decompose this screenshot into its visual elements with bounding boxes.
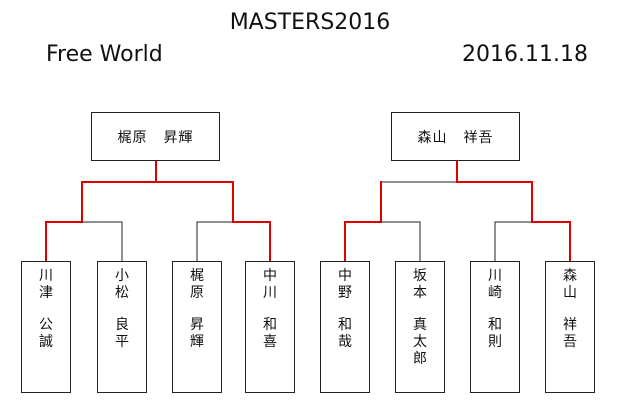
name-spacer	[22, 302, 70, 317]
player-2-family-char-2: 松	[115, 285, 129, 301]
player-6-given-char-2: 太	[413, 334, 427, 350]
player-6-family-char-1: 坂	[413, 268, 427, 284]
player-2-given-char-1: 良	[115, 317, 129, 333]
player-box-3: 梶原昇輝	[172, 261, 222, 393]
player-5-family-char-1: 中	[338, 268, 352, 284]
player-1-given-char-1: 公	[39, 317, 53, 333]
player-6-given-char-3: 郎	[413, 351, 427, 367]
tournament-subtitle: Free World	[46, 42, 163, 67]
player-7-family-char-2: 崎	[488, 285, 502, 301]
player-1-family-char-1: 川	[39, 268, 53, 284]
player-4-given-char-1: 和	[263, 317, 277, 333]
player-6-given-char-1: 真	[413, 317, 427, 333]
tournament-date: 2016.11.18	[462, 42, 588, 67]
player-3-given-char-1: 昇	[190, 317, 204, 333]
champion-box-left: 梶原昇輝	[91, 112, 220, 161]
player-1-given-char-2: 誠	[39, 334, 53, 350]
name-spacer	[546, 302, 594, 317]
player-box-1: 川津公誠	[21, 261, 71, 393]
player-7-given-char-1: 和	[488, 317, 502, 333]
player-3-given-char-2: 輝	[190, 334, 204, 350]
name-spacer	[321, 302, 369, 317]
player-box-5: 中野和哉	[320, 261, 370, 393]
player-box-8: 森山祥吾	[545, 261, 595, 393]
player-3-family-char-1: 梶	[190, 268, 204, 284]
player-8-family-char-1: 森	[563, 268, 577, 284]
player-4-given-char-2: 喜	[263, 334, 277, 350]
player-box-2: 小松良平	[97, 261, 147, 393]
player-2-family-char-1: 小	[115, 268, 129, 284]
champion-left-given: 昇輝	[163, 129, 194, 146]
name-spacer	[98, 302, 146, 317]
player-8-family-char-2: 山	[563, 285, 577, 301]
player-7-family-char-1: 川	[488, 268, 502, 284]
player-7-given-char-2: 則	[488, 334, 502, 350]
player-4-family-char-2: 川	[263, 285, 277, 301]
player-box-4: 中川和喜	[245, 261, 295, 393]
player-1-family-char-2: 津	[39, 285, 53, 301]
champion-right-family: 森山	[417, 129, 448, 146]
champion-right-given: 祥吾	[463, 129, 494, 146]
player-6-family-char-2: 本	[413, 285, 427, 301]
name-spacer	[396, 302, 444, 317]
champion-left-family: 梶原	[117, 129, 148, 146]
champion-box-right: 森山祥吾	[391, 112, 520, 161]
name-spacer	[173, 302, 221, 317]
tournament-title: MASTERS2016	[229, 10, 391, 35]
name-spacer	[471, 302, 519, 317]
player-5-given-char-2: 哉	[338, 334, 352, 350]
player-box-7: 川崎和則	[470, 261, 520, 393]
player-2-given-char-2: 平	[115, 334, 129, 350]
player-8-given-char-1: 祥	[563, 317, 577, 333]
player-box-6: 坂本真太郎	[395, 261, 445, 393]
player-3-family-char-2: 原	[190, 285, 204, 301]
player-8-given-char-2: 吾	[563, 334, 577, 350]
player-5-family-char-2: 野	[338, 285, 352, 301]
player-4-family-char-1: 中	[263, 268, 277, 284]
player-5-given-char-1: 和	[338, 317, 352, 333]
name-spacer	[246, 302, 294, 317]
